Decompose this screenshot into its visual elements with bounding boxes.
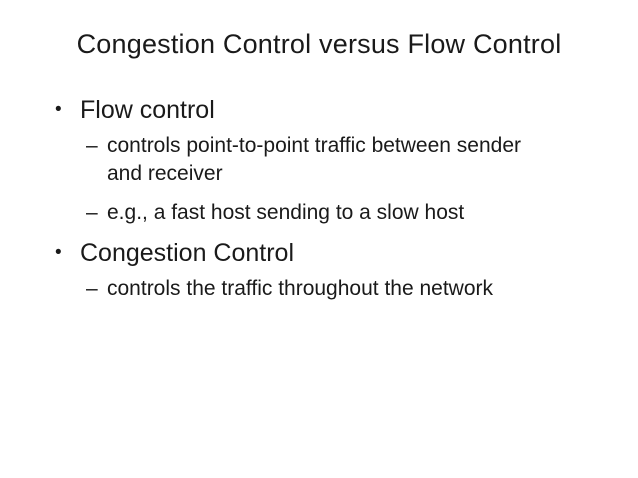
list-item: • Flow control [55, 95, 628, 125]
sub-bullet-label: controls the traffic throughout the netw… [107, 277, 493, 300]
bullet-list: • Flow control – controls point-to-point… [55, 95, 628, 303]
slide-title: Congestion Control versus Flow Control [76, 29, 562, 59]
dash-icon: – [86, 277, 98, 300]
dash-icon: – [86, 134, 98, 157]
sub-bullet-label: controls point-to-point traffic between … [107, 134, 522, 185]
bullet-label: Congestion Control [80, 239, 295, 267]
list-item: • Congestion Control [55, 238, 628, 268]
list-item: – controls point-to-point traffic betwee… [86, 132, 628, 188]
bullet-icon: • [55, 242, 62, 263]
list-item: – controls the traffic throughout the ne… [86, 275, 628, 303]
list-item: – e.g., a fast host sending to a slow ho… [86, 199, 628, 227]
sub-bullet-label: e.g., a fast host sending to a slow host [107, 201, 465, 224]
dash-icon: – [86, 201, 98, 224]
bullet-label: Flow control [80, 96, 215, 124]
bullet-icon: • [55, 99, 62, 120]
slide-body: • Flow control – controls point-to-point… [0, 95, 638, 303]
